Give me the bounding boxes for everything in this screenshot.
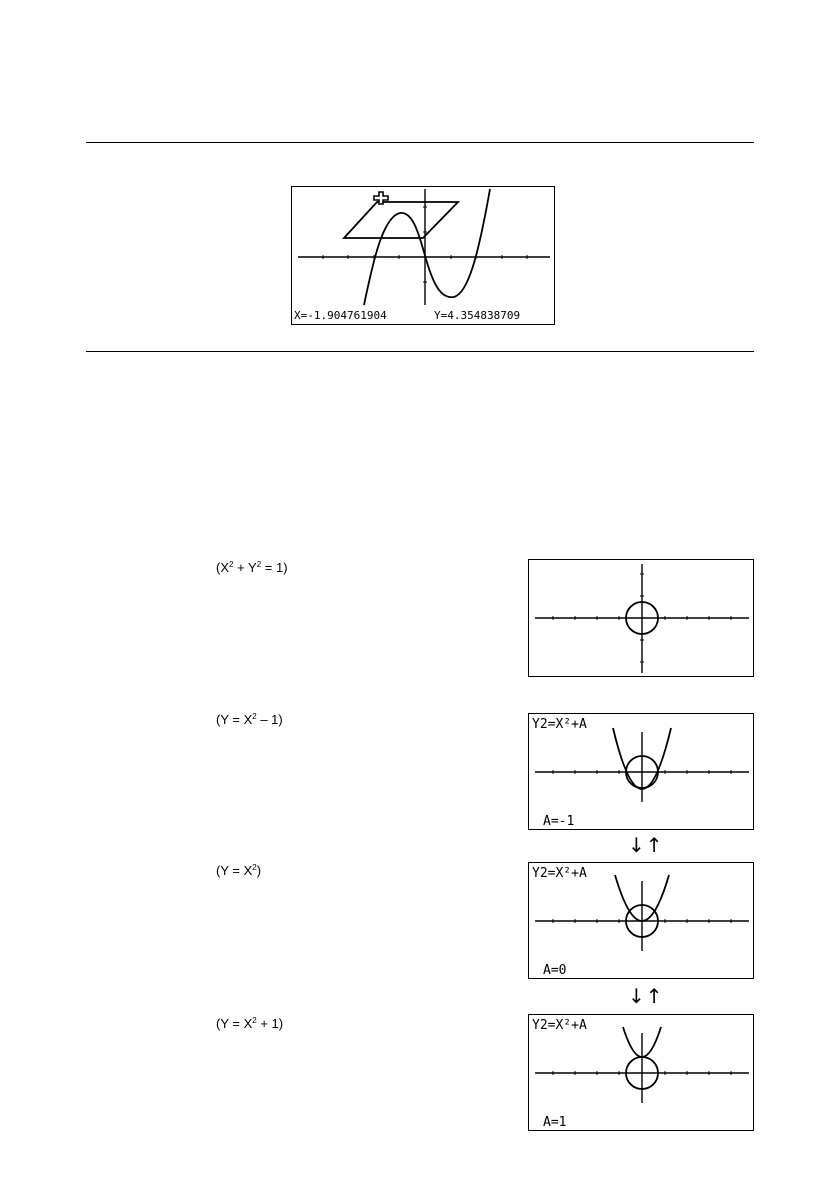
- cubic-graph-svg: X=-1.904761904 Y=4.354838709: [294, 188, 550, 322]
- screen-note: A=1: [543, 1115, 566, 1130]
- y-ticks: [640, 573, 644, 663]
- readout-x: X=-1.904761904: [294, 309, 387, 322]
- label-a-1: (Y = X2 + 1): [216, 1016, 284, 1031]
- down-up-arrows-icon: ↓↑: [628, 984, 664, 1008]
- label-a-neg1: (Y = X2 – 1): [216, 712, 283, 727]
- top-rule: [86, 142, 754, 143]
- parabola-curve: [614, 874, 670, 922]
- cubic-curve: [363, 188, 491, 306]
- y-ticks: [423, 206, 427, 283]
- screen-note: A=-1: [543, 814, 574, 829]
- parabola-screen-a-neg1: Y2=X²+A A=-1: [528, 713, 754, 830]
- parabola-curve: [612, 727, 672, 790]
- circle-graph-screen: [528, 559, 754, 677]
- x-ticks: [552, 770, 732, 774]
- parabola-screen-a-1: Y2=X²+A A=1: [528, 1014, 754, 1131]
- screen-title: Y2=X²+A: [532, 717, 587, 732]
- screen-title: Y2=X²+A: [532, 1018, 587, 1033]
- label-a-0: (Y = X2): [216, 863, 262, 878]
- x-ticks: [322, 255, 528, 259]
- label-circle: (X2 + Y2 = 1): [216, 560, 288, 575]
- circle-curve: [625, 601, 659, 635]
- circle-curve: [625, 904, 659, 938]
- x-ticks: [552, 1071, 732, 1075]
- parabola-screen-a-0: Y2=X²+A A=0: [528, 862, 754, 979]
- cubic-graph-screen: X=-1.904761904 Y=4.354838709: [291, 186, 555, 325]
- down-up-arrows-icon: ↓↑: [628, 833, 664, 857]
- zoom-box: [341, 201, 461, 239]
- parabola-curve: [622, 1026, 662, 1058]
- x-ticks: [552, 616, 732, 620]
- bottom-rule: [86, 351, 754, 352]
- screen-note: A=0: [543, 963, 566, 978]
- screen-title: Y2=X²+A: [532, 866, 587, 881]
- x-ticks: [552, 919, 732, 923]
- plus-cursor-icon: [373, 191, 389, 205]
- readout-y: Y=4.354838709: [434, 309, 520, 322]
